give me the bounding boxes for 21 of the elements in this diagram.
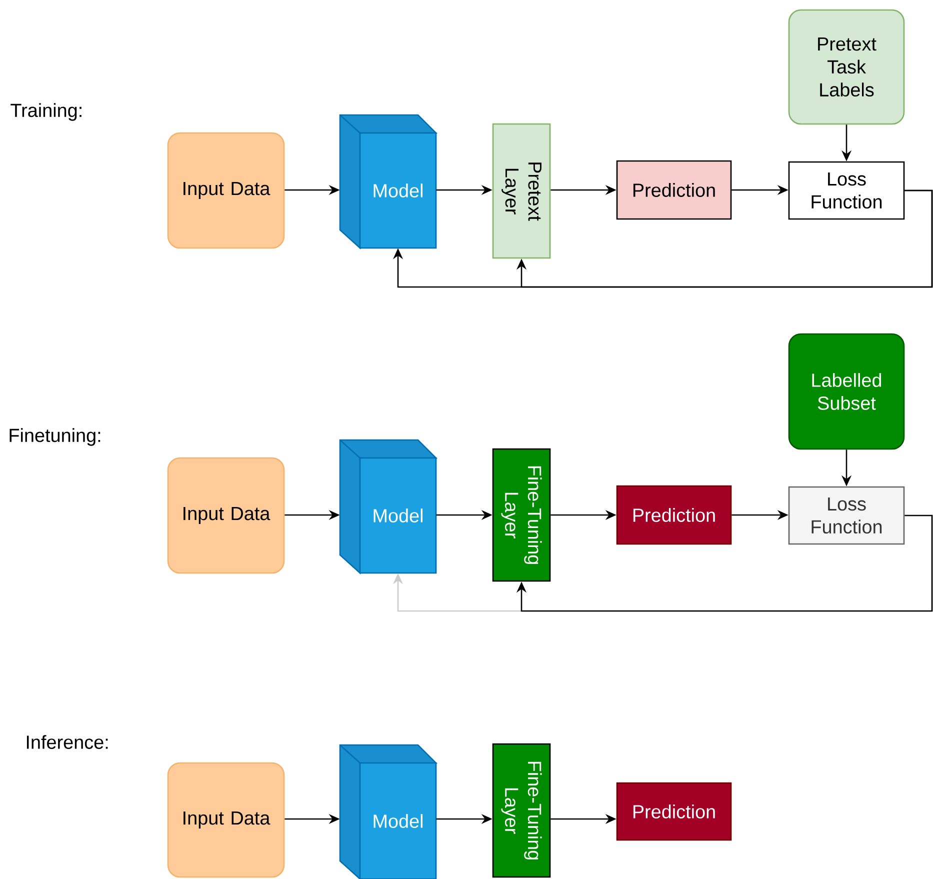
rounded-box: Labelled Subset <box>788 333 905 450</box>
rounded-box: Input Data <box>167 457 285 574</box>
cube: Model <box>339 114 438 250</box>
layer-box: Pretext Layer <box>492 123 551 259</box>
row-label: Inference: <box>26 735 108 749</box>
process-box: Prediction <box>616 782 732 841</box>
arrow <box>516 514 933 612</box>
rounded-box: Input Data <box>167 762 285 878</box>
row-label: Finetuning: <box>10 428 100 446</box>
process-box: Prediction <box>616 160 732 220</box>
rounded-box: Input Data <box>167 132 285 249</box>
process-box: Loss Function <box>788 161 905 220</box>
process-box: Prediction <box>616 485 732 545</box>
process-box: Loss Function <box>788 486 905 545</box>
layer-box: Fine-Tuning Layer <box>492 448 551 582</box>
row-label: Training: <box>10 103 82 121</box>
layer-box: Fine-Tuning Layer <box>492 743 551 878</box>
arrow <box>516 190 933 288</box>
cube: Model <box>339 439 438 574</box>
cube: Model <box>339 744 438 879</box>
rounded-box: Pretext Task Labels <box>788 9 905 125</box>
